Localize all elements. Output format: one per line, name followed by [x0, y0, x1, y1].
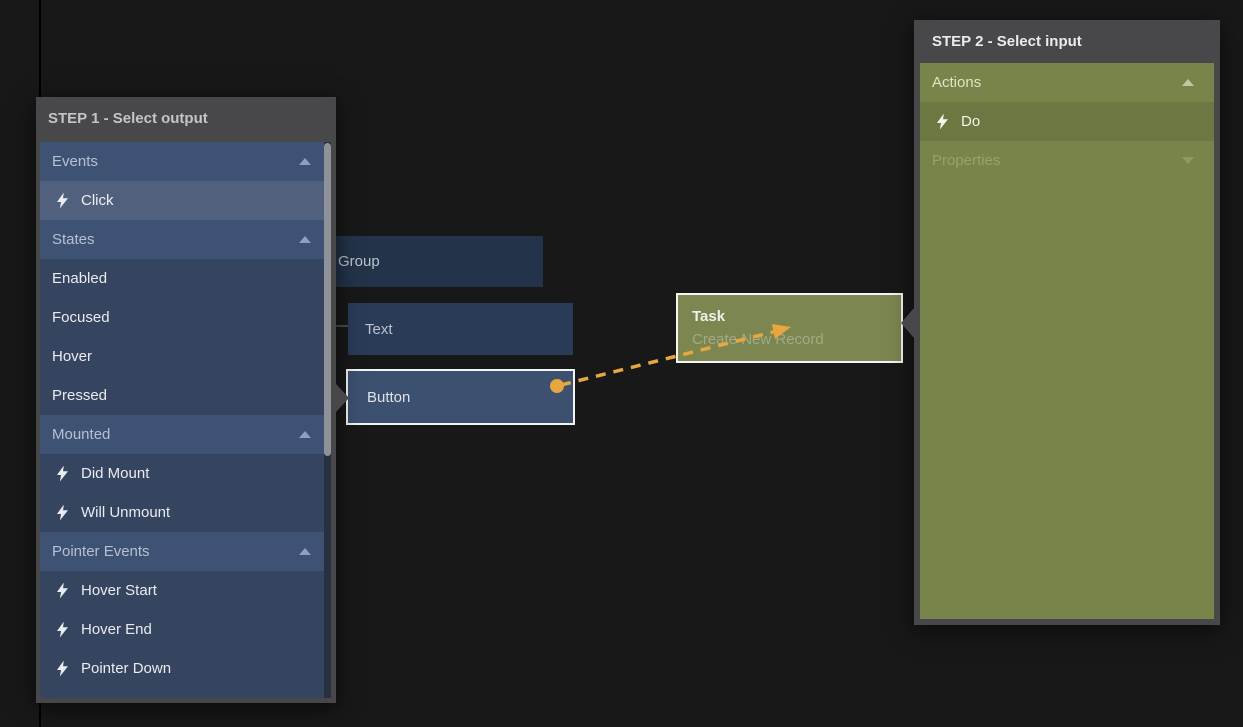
row-label: Did Mount: [81, 465, 150, 482]
lightning-icon: [57, 582, 68, 599]
list-item-click[interactable]: Click: [40, 181, 331, 220]
chevron-down-icon: [1182, 157, 1194, 164]
row-label: Properties: [932, 152, 1001, 169]
node-task[interactable]: Task Create New Record: [676, 293, 903, 363]
node-text[interactable]: Text: [348, 303, 573, 355]
row-label: Hover End: [81, 621, 152, 638]
node-task-sublabel: Create New Record: [692, 331, 824, 348]
step2-panel-title: STEP 2 - Select input: [932, 32, 1082, 50]
row-label: Do: [961, 113, 981, 130]
scrollbar-thumb[interactable]: [324, 143, 331, 456]
row-label: Will Unmount: [81, 504, 171, 521]
chevron-up-icon: [299, 548, 311, 555]
node-button[interactable]: Button: [346, 369, 575, 425]
section-header-events[interactable]: Events: [40, 142, 331, 181]
lightning-icon: [57, 504, 68, 521]
row-label: Enabled: [52, 270, 108, 287]
step1-panel-title: STEP 1 - Select output: [48, 109, 208, 127]
list-item-focused[interactable]: Focused: [40, 298, 331, 337]
step1-panel-pointer-icon: [336, 384, 349, 412]
list-item-pressed[interactable]: Pressed: [40, 376, 331, 415]
row-label: Pointer Down: [81, 660, 172, 677]
row-label: Focused: [52, 309, 110, 326]
section-header-properties[interactable]: Properties: [920, 141, 1214, 180]
lightning-icon: [57, 660, 68, 677]
row-label: Events: [52, 153, 98, 170]
node-group[interactable]: Group: [310, 236, 543, 287]
node-task-label: Task: [692, 308, 726, 325]
row-label: States: [52, 231, 95, 248]
scrollbar-track: [324, 142, 331, 698]
step2-panel-header: STEP 2 - Select input: [914, 20, 1220, 62]
step2-panel-pointer-icon: [901, 308, 914, 338]
lightning-icon: [57, 465, 68, 482]
list-item-did-mount[interactable]: Did Mount: [40, 454, 331, 493]
section-header-actions[interactable]: Actions: [920, 63, 1214, 102]
section-header-states[interactable]: States: [40, 220, 331, 259]
node-button-label: Button: [367, 388, 411, 406]
row-label: Mounted: [52, 426, 111, 443]
section-header-mounted[interactable]: Mounted: [40, 415, 331, 454]
node-text-label: Text: [365, 320, 393, 338]
list-item-enabled[interactable]: Enabled: [40, 259, 331, 298]
chevron-up-icon: [1182, 79, 1194, 86]
node-tree-connector: [334, 325, 348, 327]
chevron-up-icon: [299, 236, 311, 243]
section-header-pointer-events[interactable]: Pointer Events: [40, 532, 331, 571]
list-item-hover-end[interactable]: Hover End: [40, 610, 331, 649]
lightning-icon: [937, 113, 948, 130]
list-item-do[interactable]: Do: [920, 102, 1214, 141]
row-label: Pressed: [52, 387, 108, 404]
list-item-will-unmount[interactable]: Will Unmount: [40, 493, 331, 532]
node-group-label: Group: [338, 253, 380, 270]
list-item-pointer-down[interactable]: Pointer Down: [40, 649, 331, 688]
list-item-hover-start[interactable]: Hover Start: [40, 571, 331, 610]
chevron-up-icon: [299, 431, 311, 438]
row-label: Pointer Events: [52, 543, 150, 560]
chevron-up-icon: [299, 158, 311, 165]
lightning-icon: [57, 192, 68, 209]
row-label: Actions: [932, 74, 982, 91]
row-label: Click: [81, 192, 114, 209]
row-label: Hover: [52, 348, 93, 365]
row-label: Hover Start: [81, 582, 157, 599]
lightning-icon: [57, 621, 68, 638]
step1-panel-header: STEP 1 - Select output: [36, 97, 336, 139]
list-item-hover[interactable]: Hover: [40, 337, 331, 376]
